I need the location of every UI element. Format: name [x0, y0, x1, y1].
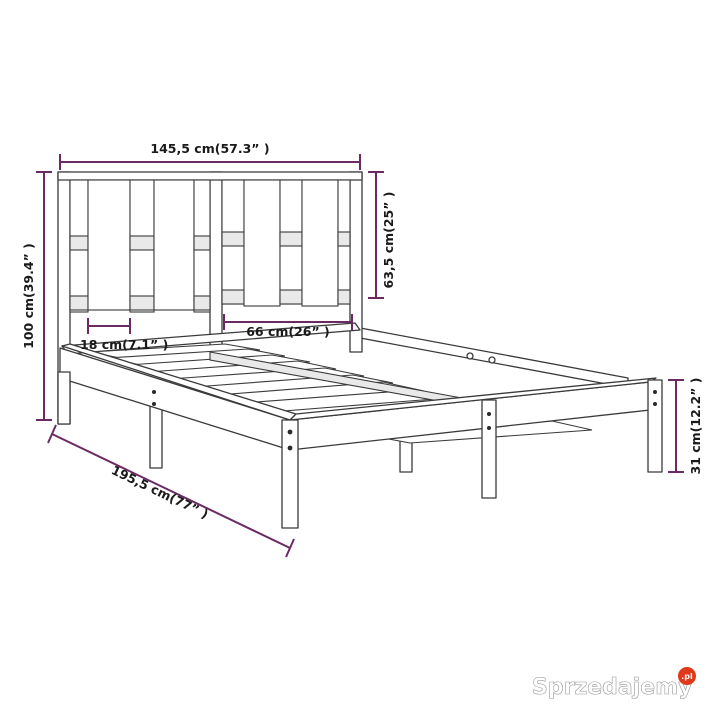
frame-height-label: 31 cm(12.2” )	[688, 377, 703, 474]
middle-foot-leg	[481, 399, 497, 499]
bracket	[488, 356, 496, 364]
panel-height-dimension: 63,5 cm(25” )	[368, 171, 396, 299]
headboard-top-rail	[57, 171, 363, 181]
bracket	[466, 352, 474, 360]
headboard-middle-post	[209, 171, 223, 355]
front-corner-leg	[281, 419, 299, 529]
panel-height-label: 63,5 cm(25” )	[381, 191, 396, 288]
right-foot-leg	[647, 379, 663, 473]
bed-frame-drawing	[57, 171, 663, 529]
gap-label: 18 cm(7.1” )	[80, 337, 168, 352]
watermark-badge-icon	[678, 667, 696, 685]
height-label: 100 cm(39.4” )	[21, 243, 36, 349]
length-dimension: 195,5 cm(77” )	[47, 424, 295, 558]
gap-dimension: 18 cm(7.1” )	[80, 318, 168, 352]
height-dimension: 100 cm(39.4” )	[21, 171, 52, 421]
length-label: 195,5 cm(77” )	[109, 462, 211, 521]
watermark-badge-text: .pl	[681, 672, 693, 681]
headboard-left-panel	[69, 179, 211, 313]
watermark-text: Sprzedajemy	[532, 675, 693, 700]
frame-height-dimension: 31 cm(12.2” )	[668, 377, 703, 475]
width-label: 145,5 cm(57.3” )	[150, 141, 269, 156]
panel-width-dimension: 66 cm(26” )	[223, 314, 353, 339]
foot-rail-top	[289, 377, 657, 421]
width-dimension: 145,5 cm(57.3” )	[59, 141, 361, 170]
left-head-leg	[57, 371, 71, 425]
watermark: Sprzedajemy .pl	[532, 667, 696, 700]
headboard-right-panel	[221, 179, 351, 307]
panel-width-label: 66 cm(26” )	[246, 324, 330, 339]
